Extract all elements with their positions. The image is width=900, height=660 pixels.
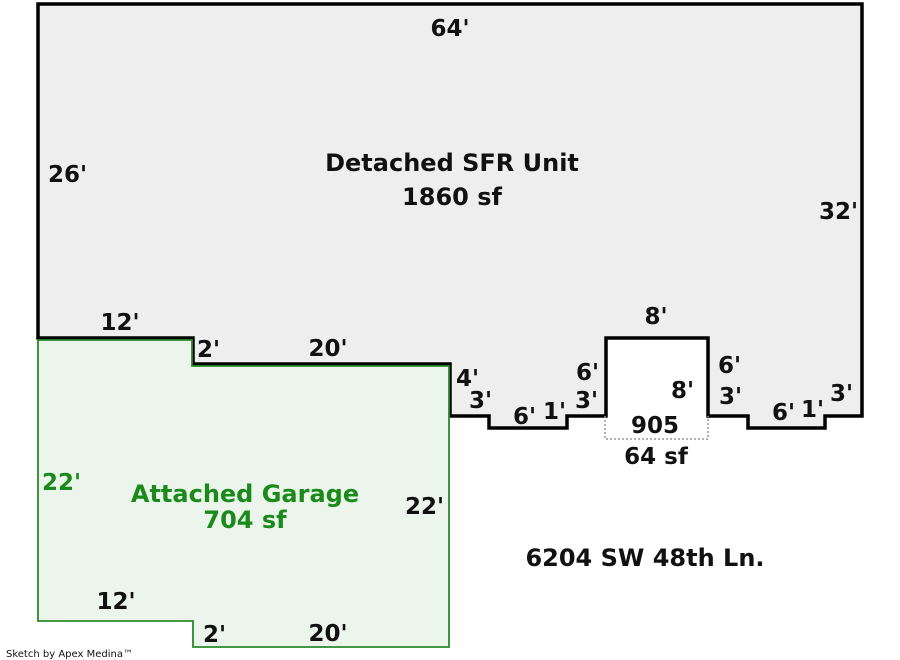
house-outline xyxy=(36,2,864,430)
dim-bay-top: 8' xyxy=(644,304,667,330)
dim-jog-e: 3' xyxy=(830,381,853,407)
dim-jog-d: 3' xyxy=(719,384,742,410)
garage-outline xyxy=(37,339,450,648)
dim-jog-b: 3' xyxy=(469,388,492,414)
dim-garage-right: 22' xyxy=(405,494,444,520)
bump-out-area-label: 64 sf xyxy=(624,444,689,470)
dim-garage-top-run: 12' xyxy=(100,310,139,336)
dim-garage-left: 22' xyxy=(42,470,81,496)
property-address: 6204 SW 48th Ln. xyxy=(525,544,764,572)
garage-area-label: 704 sf xyxy=(203,506,287,534)
dim-bay-inner-height: 8' xyxy=(671,378,694,404)
dim-house-right: 32' xyxy=(819,199,858,225)
dim-house-left: 26' xyxy=(48,162,87,188)
dim-bay-right-height: 6' xyxy=(718,353,741,379)
dim-notch-2-jog: 1' xyxy=(801,397,824,423)
dim-garage-bottom-step: 2' xyxy=(203,622,226,648)
dim-jog-c: 3' xyxy=(575,388,598,414)
bump-out-outline xyxy=(604,416,709,440)
dim-jog-a: 4' xyxy=(456,366,479,392)
dim-garage-step: 2' xyxy=(197,337,220,363)
dim-notch-2-width: 6' xyxy=(772,400,795,426)
dim-garage-top-run-2: 20' xyxy=(308,336,347,362)
dim-garage-bottom-run: 12' xyxy=(96,589,135,615)
dim-garage-bottom-run-2: 20' xyxy=(308,621,347,647)
dim-house-top: 64' xyxy=(430,16,469,42)
sketch-credit: Sketch by Apex Medina™ xyxy=(6,649,133,660)
dim-notch-1-width: 6' xyxy=(513,404,536,430)
dim-bay-left-height: 6' xyxy=(576,360,599,386)
house-name-label: Detached SFR Unit xyxy=(325,149,579,177)
house-area-label: 1860 sf xyxy=(402,183,502,211)
dim-notch-1-jog: 1' xyxy=(543,399,566,425)
garage-name-label: Attached Garage xyxy=(131,480,359,508)
bump-out-code-label: 905 xyxy=(631,413,679,439)
